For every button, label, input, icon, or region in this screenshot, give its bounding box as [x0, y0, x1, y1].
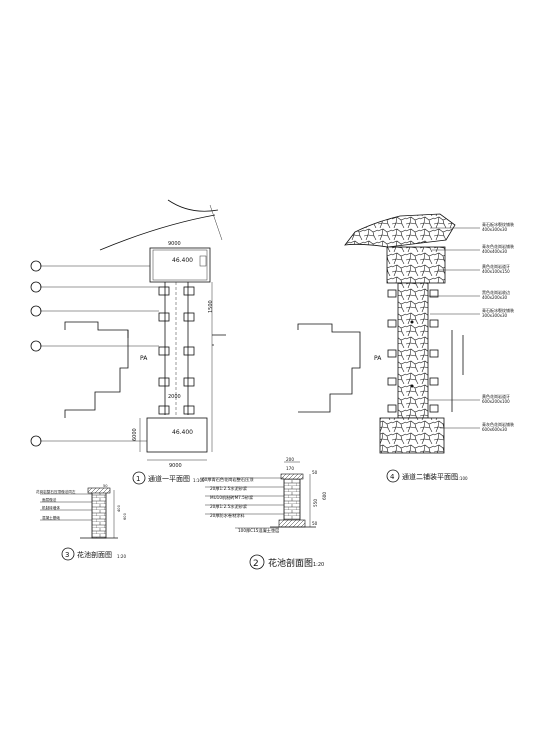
small-dim-1: 50	[103, 484, 108, 488]
paving-note-6: 黄色花岗岩道牙	[482, 393, 510, 399]
area-label-left: PA	[140, 355, 148, 362]
small-title: 花池剖面图	[77, 550, 112, 559]
entry-line	[209, 204, 223, 241]
elevation-bottom: 46.400	[172, 429, 193, 436]
planter-dim-200: 200	[286, 457, 294, 462]
paving-note-2-size: 400x400x30	[482, 249, 508, 254]
paving-note-3-size: 400x100x150	[482, 269, 510, 274]
area-label-right: PA	[374, 355, 382, 362]
small-title-number: 3	[65, 551, 69, 559]
planter-leaders	[200, 477, 284, 529]
upper-stone-platform	[386, 246, 446, 284]
paving-note-5: 青石板冰裂纹铺装	[482, 307, 514, 313]
paving-note-5-size: 300x300x30	[482, 313, 508, 318]
plan-title-number: 1	[136, 475, 140, 483]
paving-title-number: 4	[390, 473, 395, 481]
dim-bottom: 9000	[169, 463, 182, 469]
paving-note-1: 青石板冰裂纹铺装	[482, 221, 514, 227]
paving-note-4: 黑色花岗岩收边	[482, 289, 510, 295]
stone-path	[397, 282, 429, 419]
paving-note-2: 青灰色花岗岩铺装	[482, 243, 514, 249]
top-stone-paving	[344, 213, 456, 248]
paving-note-7: 青灰色花岗岩铺装	[482, 421, 514, 427]
road-curve-top	[167, 199, 219, 212]
planter-note-3: MU10机制砖M7.5砂浆	[210, 494, 254, 501]
small-wall	[91, 491, 107, 539]
building-outline-left	[64, 321, 129, 418]
top-platform-inner	[152, 249, 208, 281]
paving-leaders	[428, 227, 480, 429]
lamp-blocks-right	[387, 289, 439, 413]
grid-callouts	[30, 260, 159, 447]
planter-dim-600: 600	[322, 492, 327, 500]
planter-wall	[283, 477, 301, 521]
paving-note-7-size: 600x600x30	[482, 427, 508, 432]
planter-dim-550: 550	[313, 499, 318, 507]
planter-note-5: 20厚防水卷材涂料	[210, 512, 245, 519]
elevation-top: 46.400	[172, 257, 193, 264]
planter-footing	[278, 519, 306, 528]
planter-note-4: 20厚1:2.5水泥砂浆	[210, 503, 248, 510]
planter-scale: 1:20	[313, 562, 324, 568]
dim-side2: 6000	[132, 428, 138, 441]
small-coping	[87, 487, 111, 494]
dim-mid: 2000	[168, 394, 181, 400]
dim-roof: 9000	[168, 241, 181, 247]
plan-title: 通道一平面图	[148, 474, 190, 483]
top-platform	[149, 247, 211, 283]
paving-note-4-size: 400x200x30	[482, 295, 508, 300]
plan-title-bubble	[132, 471, 146, 485]
plan-left: 46.400 9000 2000 46.400 9000 6000 1500 P…	[30, 199, 226, 485]
small-dim-2: 400	[117, 504, 121, 512]
small-dim-3: 600	[123, 512, 127, 520]
small-title-bubble	[61, 547, 75, 561]
planter-note-2: 20厚1:2.5水泥砂浆	[210, 485, 248, 492]
paving-note-3: 黄色花岗岩道牙	[482, 263, 510, 269]
bottom-platform	[146, 417, 208, 453]
planter-dim-170: 170	[286, 466, 294, 471]
paving-note-6-size: 600x200x100	[482, 399, 510, 404]
planter-dim-50: 50	[312, 470, 318, 475]
lower-stone-platform	[379, 417, 445, 454]
road-curve-left	[99, 214, 216, 251]
paving-title-bubble	[386, 469, 400, 483]
platform-detail	[199, 255, 207, 267]
planter-title-bubble	[249, 554, 265, 570]
paving-notes: 青石板冰裂纹铺装 400x300x30 青灰色花岗岩铺装 400x400x30 …	[482, 221, 514, 432]
planter-note-1: 60厚青石色花岗岩整石压顶	[202, 476, 254, 483]
paving-title: 通道二铺装平面图	[402, 472, 458, 481]
planter-title: 花池剖面图	[268, 557, 313, 569]
small-section: 花岗岩整石压顶做法同左 面层做法 机制砖墙体 混凝土基础 50 400 600 …	[36, 484, 127, 561]
small-note-2: 面层做法	[42, 497, 57, 502]
plan-scale: 1:100	[193, 478, 205, 483]
small-scale: 1:20	[117, 554, 126, 559]
building-outline-right	[212, 334, 226, 346]
building-outline-right2	[297, 323, 361, 413]
plan-right-paving: PA 青石板冰裂纹铺装 400x300x30 青灰色花岗岩铺装 400x400x…	[297, 213, 514, 483]
planter-dim-50b: 50	[312, 521, 318, 526]
small-note-4: 混凝土基础	[42, 515, 60, 520]
paving-scale: 1:100	[456, 476, 468, 481]
planter-title-number: 2	[253, 559, 259, 569]
small-note-3: 机制砖墙体	[42, 505, 60, 510]
planter-coping	[280, 473, 304, 480]
dim-side: 1500	[208, 300, 214, 313]
planter-section: 60厚青石色花岗岩整石压顶 20厚1:2.5水泥砂浆 MU10机制砖M7.5砂浆…	[200, 457, 327, 570]
planter-base-note: 100厚C15混凝土垫层	[238, 527, 279, 534]
small-note-1: 花岗岩整石压顶做法同左	[36, 489, 76, 494]
path-blocks	[158, 286, 195, 415]
paving-note-1-size: 400x300x30	[482, 227, 508, 232]
small-leaders	[40, 493, 92, 521]
